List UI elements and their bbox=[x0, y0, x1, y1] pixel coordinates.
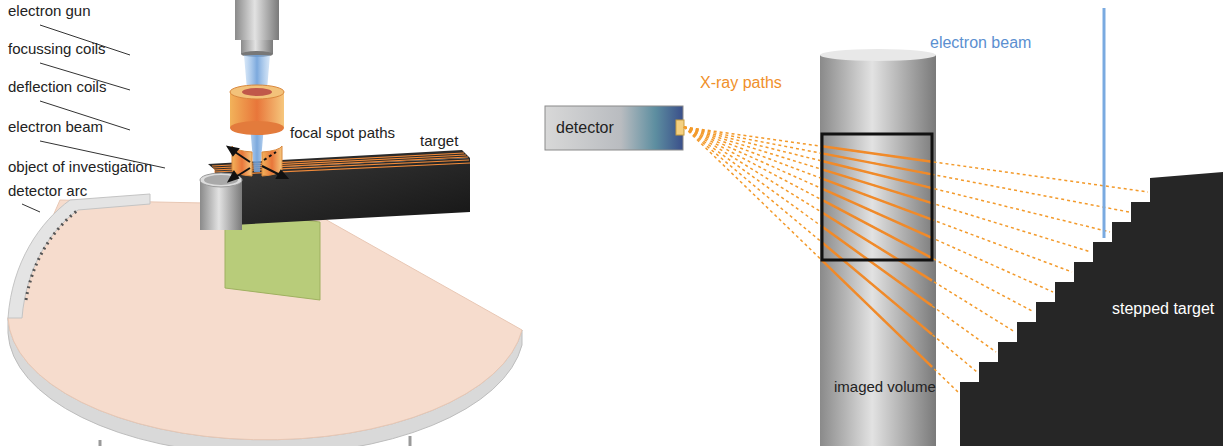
x-ray-line bbox=[684, 127, 1034, 312]
x-ray-segment bbox=[822, 200, 932, 258]
detector-label: detector bbox=[556, 119, 614, 137]
volume-label: imaged volume bbox=[834, 378, 936, 396]
detector-arc bbox=[8, 194, 150, 318]
x-ray-line bbox=[684, 127, 1129, 212]
x-ray-label: X-ray paths bbox=[700, 74, 782, 92]
x-ray-segment bbox=[822, 146, 932, 161]
imaged-volume-cylinder bbox=[820, 49, 936, 446]
part-label: electron gun bbox=[8, 2, 91, 20]
part-label: deflection coils bbox=[8, 78, 106, 96]
x-ray-line bbox=[684, 127, 1110, 232]
beam-label: electron beam bbox=[930, 34, 1031, 52]
deflection-arrows bbox=[228, 147, 287, 181]
target-label: stepped target bbox=[1112, 300, 1214, 318]
x-ray-segment bbox=[822, 212, 932, 280]
detector-box bbox=[545, 106, 684, 150]
stepped-target bbox=[960, 172, 1223, 446]
x-ray-line bbox=[684, 127, 1072, 272]
part-label: focal spot paths bbox=[290, 124, 395, 142]
part-label: focussing coils bbox=[8, 40, 106, 58]
x-ray-line bbox=[684, 127, 1053, 292]
x-ray-line bbox=[684, 127, 1015, 332]
part-label: detector arc bbox=[8, 182, 87, 200]
x-ray-segment bbox=[822, 189, 932, 238]
part-label: electron beam bbox=[8, 118, 103, 136]
x-ray-line bbox=[684, 127, 996, 352]
x-ray-segment bbox=[822, 227, 932, 306]
part-label: object of investigation bbox=[8, 158, 152, 176]
x-ray-segment bbox=[822, 260, 932, 366]
x-ray-line bbox=[684, 127, 977, 372]
base-plate bbox=[8, 200, 522, 446]
electron-beam bbox=[1103, 8, 1106, 238]
object-cylinder bbox=[200, 173, 242, 230]
part-label: target bbox=[420, 132, 458, 150]
imaged-volume-frame bbox=[822, 134, 932, 260]
x-ray-line bbox=[684, 127, 958, 392]
electron-gun bbox=[235, 0, 279, 57]
deflection-coils bbox=[232, 146, 282, 176]
x-ray-line bbox=[684, 127, 1148, 192]
x-ray-segment bbox=[822, 242, 932, 334]
focussing-coil bbox=[230, 85, 284, 135]
